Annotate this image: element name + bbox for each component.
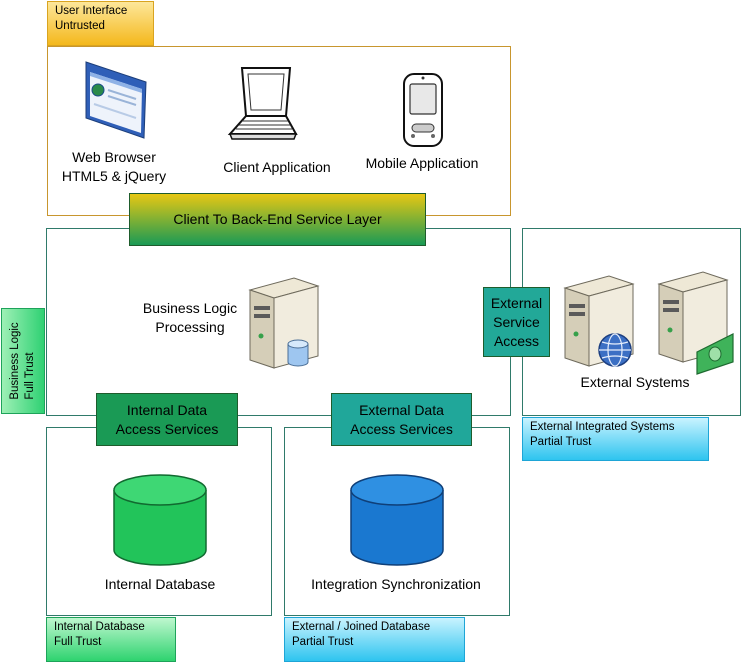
internal-database-zone-tag: Internal Database Full Trust <box>46 617 176 662</box>
client-to-backend-service-layer-label: Client To Back-End Service Layer <box>173 211 382 227</box>
client-to-backend-service-layer: Client To Back-End Service Layer <box>129 193 426 246</box>
internal-database-tag-trust: Full Trust <box>54 636 102 648</box>
database-cylinder-icon <box>113 474 207 566</box>
external-joined-database-zone-tag: External / Joined Database Partial Trust <box>284 617 465 662</box>
business-logic-zone-tag: Business Logic Full Trust <box>1 308 45 414</box>
business-logic-tag-trust: Full Trust <box>24 352 36 400</box>
laptop-icon <box>227 67 298 140</box>
external-integrated-tag-trust: Partial Trust <box>530 436 592 448</box>
external-data-access-services-layer: External Data Access Services <box>331 393 472 446</box>
server-globe-icon <box>563 275 635 367</box>
external-db-tag-trust: Partial Trust <box>292 636 354 648</box>
internal-data-access-services-layer: Internal Data Access Services <box>96 393 238 446</box>
server-money-icon <box>657 271 734 375</box>
internal-database-tag-title: Internal Database <box>54 621 145 633</box>
user-interface-tag-trust: Untrusted <box>55 20 105 32</box>
user-interface-zone-tag: User Interface Untrusted <box>47 1 154 46</box>
external-integrated-tag-title: External Integrated Systems <box>530 421 675 433</box>
browser-window-icon <box>85 61 147 139</box>
user-interface-tag-title: User Interface <box>55 5 128 17</box>
mobile-device-icon <box>403 73 443 147</box>
integration-synchronization-label: Integration Synchronization <box>311 576 481 592</box>
external-db-tag-title: External / Joined Database <box>292 621 431 633</box>
internal-database-label: Internal Database <box>104 576 216 592</box>
external-integrated-systems-zone-tag: External Integrated Systems Partial Trus… <box>522 417 709 461</box>
business-logic-tag-title: Business Logic <box>9 322 21 400</box>
mobile-application-label: Mobile Application <box>365 155 479 171</box>
business-logic-processing-label: Business Logic Processing <box>142 300 238 335</box>
external-systems-label: External Systems <box>580 374 690 390</box>
database-cylinder-icon <box>350 474 444 566</box>
client-application-label: Client Application <box>223 159 331 175</box>
web-browser-label: Web Browser HTML5 & jQuery <box>61 149 167 184</box>
server-database-icon <box>248 277 320 369</box>
external-service-access-layer: External Service Access <box>483 287 550 357</box>
